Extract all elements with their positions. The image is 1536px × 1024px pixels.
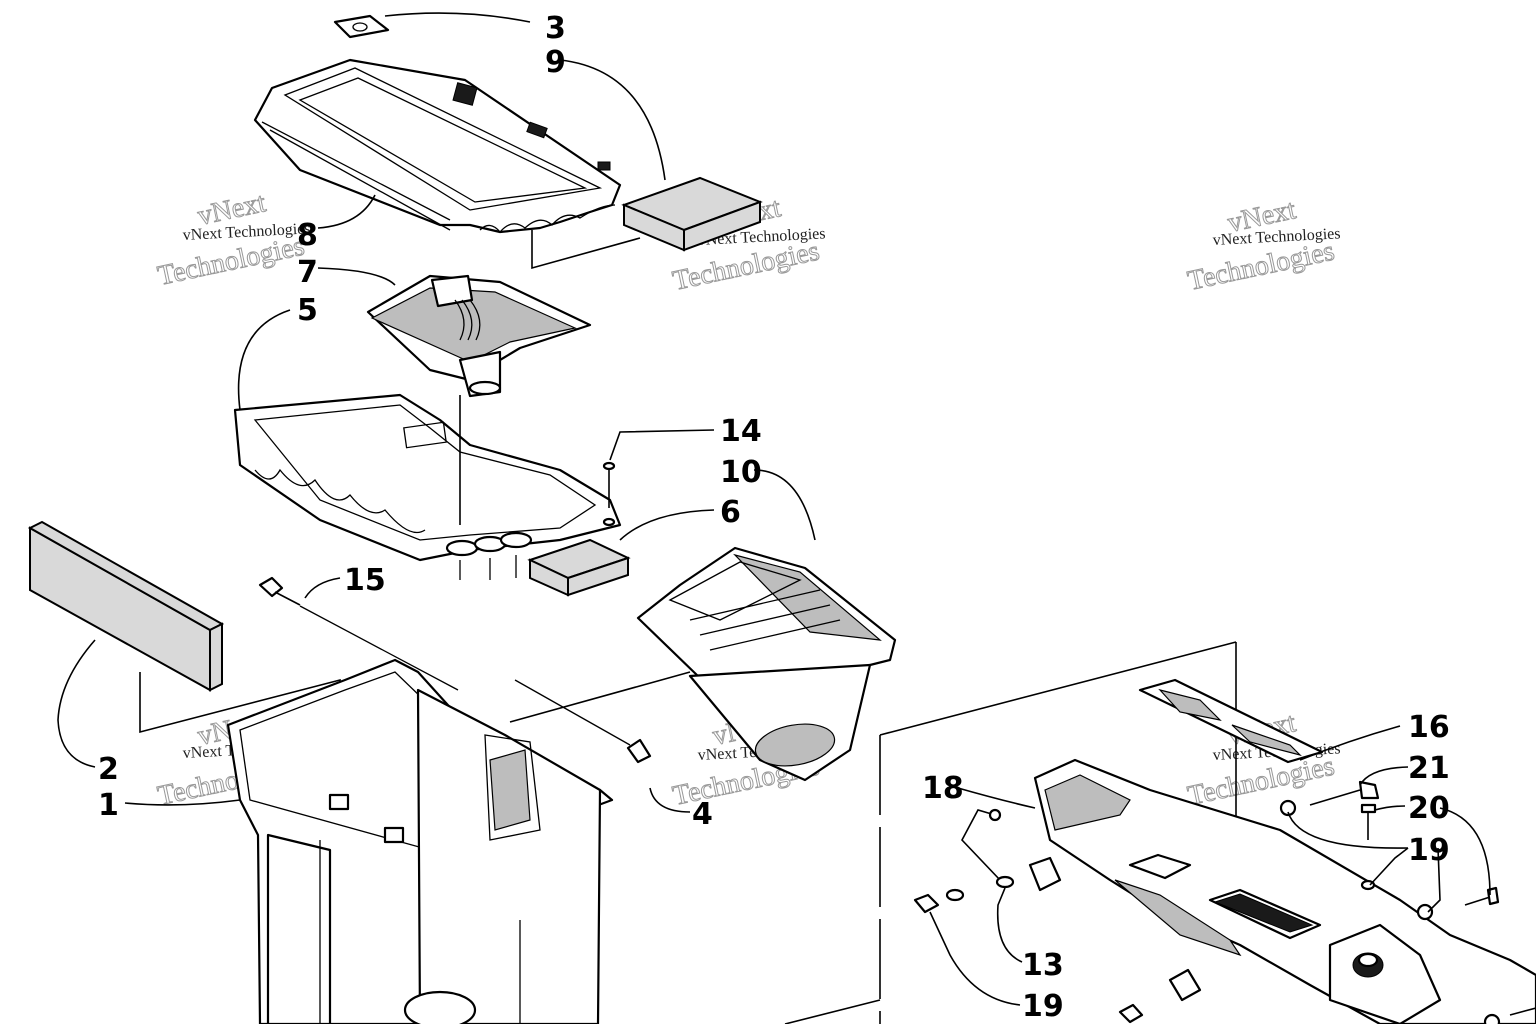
part-3-gasket (333, 14, 390, 39)
callout-14: 14 (720, 414, 762, 449)
callout-13: 13 (1022, 948, 1064, 983)
callout-3: 3 (545, 11, 566, 46)
callout-15: 15 (344, 563, 386, 598)
part-9-foam-filter (621, 176, 763, 252)
callout-labels: 3 9 8 7 5 14 10 6 15 2 1 4 16 21 20 19 1… (98, 11, 1450, 1024)
part-14-screw (602, 461, 616, 527)
callout-8: 8 (297, 218, 318, 253)
part-16-gasket-plate (1138, 678, 1324, 764)
part-15-bolt (258, 576, 459, 691)
callout-19-lower: 19 (1022, 989, 1064, 1024)
callout-4: 4 (692, 797, 713, 832)
part-10-intake-duct (636, 546, 897, 782)
callout-2: 2 (98, 752, 119, 787)
watermark-top-right: vNext vNext Technologies Technologies (1185, 194, 1341, 298)
part-6-foam-seal (527, 538, 631, 597)
part-2-foam-strip (27, 520, 225, 692)
callout-20: 20 (1408, 791, 1450, 826)
part-7-intake-tray (366, 274, 592, 398)
part-1-airbox-lower (226, 658, 614, 1024)
callout-9: 9 (545, 45, 566, 80)
callout-10: 10 (720, 455, 762, 490)
part-18-rod (961, 808, 1006, 889)
watermark-top-left: vNext vNext Technologies Technologies (155, 187, 311, 293)
part-9-airbox-lid (253, 58, 622, 234)
part-4-fitting (514, 679, 652, 764)
leader-lines (57, 12, 1491, 1006)
callout-7: 7 (297, 255, 318, 290)
svg-text:vNext Technologies: vNext Technologies (182, 220, 311, 244)
callout-19-upper: 19 (1408, 833, 1450, 868)
part-5-airbox-upper (233, 393, 622, 580)
svg-text:vNext Technologies: vNext Technologies (1212, 225, 1341, 249)
callout-16: 16 (1408, 710, 1450, 745)
callout-5: 5 (297, 293, 318, 328)
callout-21: 21 (1408, 751, 1450, 786)
callout-18: 18 (922, 771, 964, 806)
callout-6: 6 (720, 495, 741, 530)
callout-1: 1 (98, 788, 119, 823)
hardware-nuts-and-washers (913, 780, 1536, 1024)
part-tunnel-bracket (1033, 758, 1536, 1024)
